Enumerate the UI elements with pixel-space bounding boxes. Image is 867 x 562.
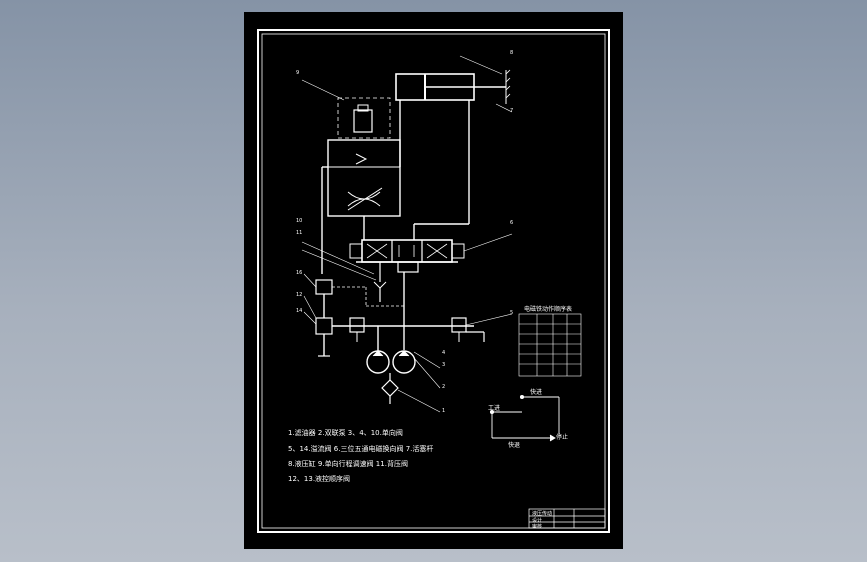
- hydraulic-circuit-drawing: [257, 29, 610, 533]
- outer-frame: [257, 29, 610, 533]
- part-number-7: 7: [510, 108, 514, 114]
- solenoid-action-table: [518, 313, 582, 377]
- title-block-check: 审核: [532, 524, 543, 530]
- action-table-title: 电磁铁动作顺序表: [524, 306, 573, 313]
- check-valve-16: [315, 279, 333, 295]
- cycle-label-work-feed: 工进: [488, 405, 501, 412]
- part-number-4: 4: [442, 350, 446, 356]
- sequence-valve-12: [315, 317, 333, 335]
- part-number-14: 14: [296, 308, 303, 314]
- legend-line-4: 12、13.液控顺序阀: [288, 475, 351, 483]
- part-number-3: 3: [442, 362, 446, 368]
- legend-line-1: 1.滤油器 2.双联泵 3、4、10.单向阀: [288, 429, 403, 437]
- part-number-11: 11: [296, 230, 303, 236]
- throttle-check-block: [327, 139, 401, 217]
- part-number-10: 10: [296, 218, 303, 224]
- part-number-8: 8: [510, 50, 514, 56]
- relief-valve-5: [451, 317, 467, 333]
- part-number-9: 9: [296, 70, 300, 76]
- legend-line-3: 8.液压缸 9.单向行程调速阀 11.背压阀: [288, 460, 408, 468]
- part-number-5: 5: [510, 310, 514, 316]
- inner-frame: [261, 33, 606, 529]
- relief-valve-14: [349, 317, 365, 333]
- part-number-12: 12: [296, 292, 303, 298]
- part-number-1: 1: [442, 408, 446, 414]
- title-block: [528, 508, 606, 529]
- cycle-label-fast-forward: 快进: [530, 389, 543, 396]
- part-number-16: 16: [296, 270, 303, 276]
- drawing-sheet: 8 7 9 10 11 6 16 12 14 5 4 3 2 1 电磁铁动作顺序…: [244, 12, 623, 549]
- part-number-2: 2: [442, 384, 446, 390]
- speed-valve-housing: [337, 97, 391, 139]
- title-block-name: 液压传动: [532, 511, 553, 517]
- oil-filter: [381, 379, 399, 397]
- directional-valve: [361, 239, 453, 263]
- cycle-diagram: [489, 394, 560, 442]
- legend-line-2: 5、14.溢流阀 6.三位五通电磁换向阀 7.活塞杆: [288, 445, 434, 453]
- cycle-label-fast-return: 快退: [508, 442, 521, 449]
- title-block-design: 设计: [532, 518, 543, 524]
- cycle-label-stop: 停止: [556, 434, 569, 441]
- part-number-6: 6: [510, 220, 514, 226]
